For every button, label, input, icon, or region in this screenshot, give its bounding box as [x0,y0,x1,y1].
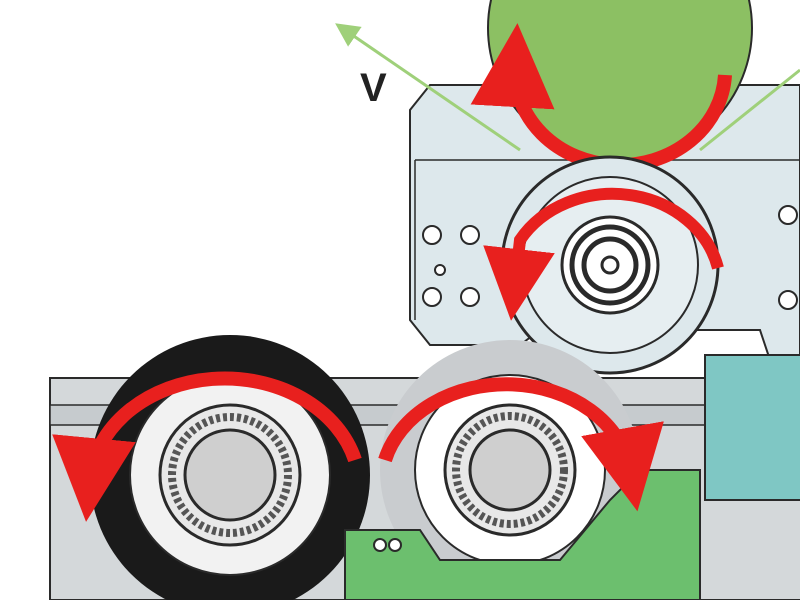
rotation-arrow-icon [52,371,362,522]
rotation-arrow-icon [378,377,664,512]
side-box [704,354,800,501]
velocity-label: V [360,66,387,110]
bolts [422,205,798,310]
rotation-arrow-icon [483,187,724,321]
web-line-out [699,68,800,152]
web-line-in [335,23,521,152]
